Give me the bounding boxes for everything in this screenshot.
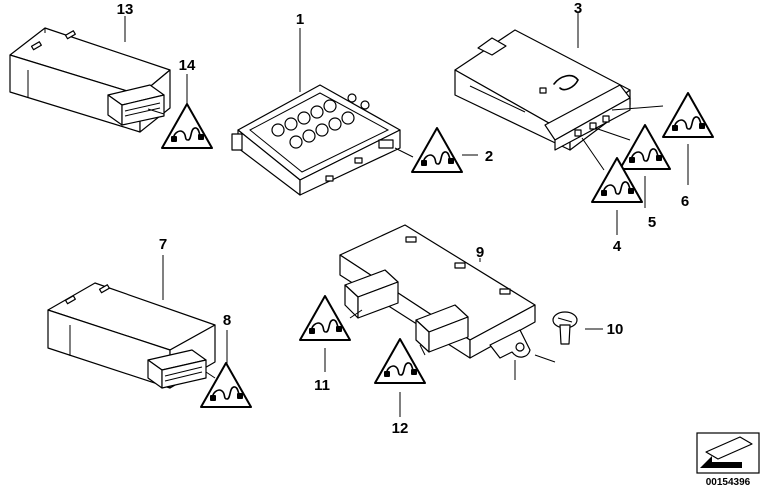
part-2-wiring-symbol [411,127,463,173]
part-8-wiring-symbol [200,362,252,408]
part-13-control-unit [9,27,171,133]
callout-11: 11 [314,377,330,394]
reference-box: 00154396 [696,432,760,488]
callout-14: 14 [179,57,196,74]
part-7-control-unit [47,282,216,389]
callout-7: 7 [159,236,167,253]
reference-number: 00154396 [706,477,751,488]
part-10-screw [552,311,578,345]
reference-sheet-icon [705,436,753,460]
part-9-control-unit [339,224,536,359]
callout-3: 3 [574,0,582,17]
part-12-wiring-symbol [374,338,426,384]
callout-2: 2 [485,148,493,165]
callout-5: 5 [648,214,656,231]
callout-1: 1 [296,11,304,28]
part-11-wiring-symbol [299,295,351,341]
leader-lines [124,12,689,417]
callout-8: 8 [223,312,231,329]
callout-6: 6 [681,193,689,210]
callout-12: 12 [392,420,409,437]
callout-9: 9 [476,244,484,261]
part-6-wiring-symbol [662,92,714,138]
part-14-wiring-symbol [161,103,213,149]
callout-10: 10 [607,321,624,338]
part-1-fuse-box [231,84,401,196]
part-5-wiring-symbol [619,124,671,170]
part-3-control-unit [454,29,631,151]
arrow-icon [700,456,742,468]
callout-4: 4 [613,238,622,255]
part-1-fuse-array [271,93,370,149]
callout-13: 13 [117,1,134,18]
